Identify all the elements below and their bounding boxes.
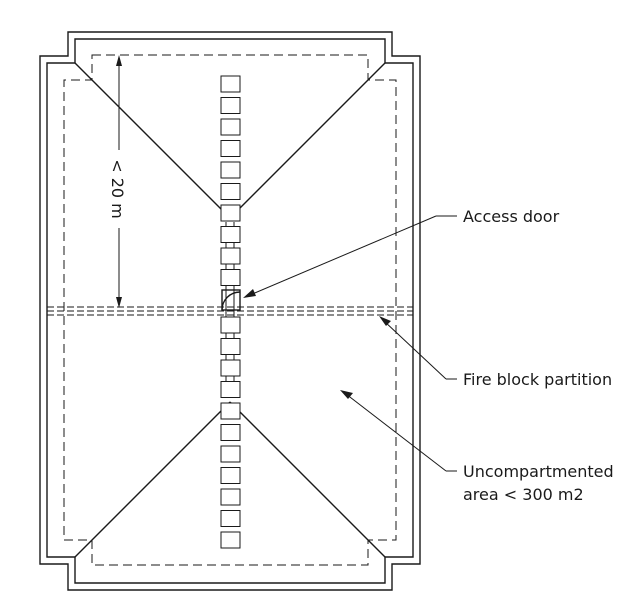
hip-line-top-left [74, 62, 231, 219]
hip-line-top-right [229, 62, 386, 219]
fire-block-partition [47, 306, 413, 316]
leader-access-door: Access door [243, 207, 560, 298]
ridge-box [220, 204, 241, 222]
ridge-box [220, 338, 241, 355]
hip-line-bottom-left [74, 401, 231, 558]
ridge-box [220, 510, 241, 527]
ridge-box [220, 75, 241, 93]
leader-arrow-uncompartmented [340, 390, 353, 399]
ridge-box [220, 381, 241, 398]
leader-fire-block: Fire block partition [379, 316, 612, 389]
outer-wall-outline [39, 31, 421, 591]
ridge-box [220, 161, 241, 179]
ridge-box [220, 97, 241, 114]
ridge-box [220, 269, 241, 286]
hip-line-bottom-right [229, 401, 386, 558]
ridge-box [220, 488, 241, 506]
ridge-box-column [220, 75, 241, 549]
uncompartmented-label-line1: Uncompartmented [463, 462, 614, 481]
ridge-box [220, 467, 241, 484]
dimension-arrow-bottom [116, 297, 122, 308]
ridge-box [220, 226, 241, 243]
dimension-arrow-top [116, 55, 122, 66]
access-door-frame [221, 289, 241, 311]
ridge-box [220, 424, 241, 441]
dimension-label: < 20 m [108, 159, 127, 219]
leader-line-uncompartmented [345, 393, 447, 472]
ridge-box [220, 359, 241, 377]
leader-line-access-door [249, 215, 437, 296]
access-door-swing [221, 291, 241, 311]
ridge-box [220, 140, 241, 157]
ridge-box [220, 531, 241, 549]
dimension-20m: < 20 m [108, 55, 127, 308]
ridge-box [220, 402, 241, 420]
leader-uncompartmented: Uncompartmented area < 300 m2 [340, 390, 614, 504]
leader-arrow-fire-block [379, 316, 391, 326]
ridge-box [220, 118, 241, 136]
leader-arrow-access-door [243, 289, 256, 298]
fire-block-label: Fire block partition [463, 370, 612, 389]
hip-lines [74, 62, 386, 558]
access-door [221, 289, 241, 311]
ridge-box [220, 247, 241, 265]
access-door-label: Access door [463, 207, 560, 226]
ridge-box [220, 316, 241, 334]
ridge-box [220, 445, 241, 463]
uncompartmented-label-line2: area < 300 m2 [463, 485, 584, 504]
leader-line-fire-block [383, 320, 447, 380]
ridge-box [220, 183, 241, 200]
